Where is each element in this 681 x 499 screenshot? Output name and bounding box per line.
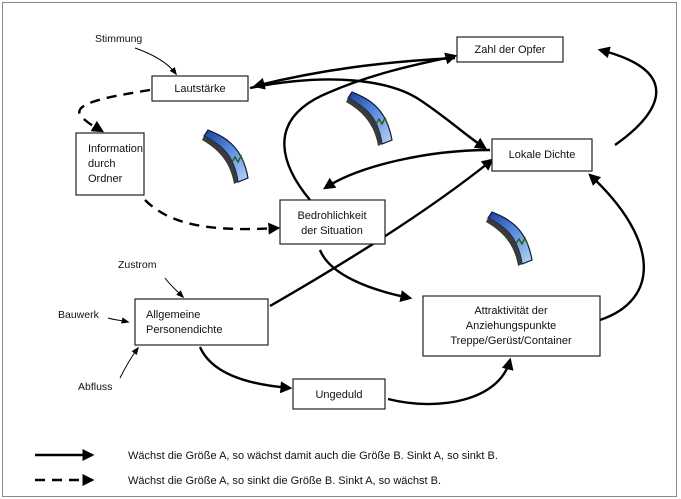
arrow-lautstaerke-to-dichte [249,78,488,150]
svg-text:Allgemeine: Allgemeine [146,309,200,321]
svg-text:Zahl der Opfer: Zahl der Opfer [475,44,546,56]
arrow-personendichte-to-dichte [269,158,494,308]
svg-text:Lokale Dichte: Lokale Dichte [509,149,576,161]
svg-text:Treppe/Gerüst/Container: Treppe/Gerüst/Container [450,335,572,347]
arrow-attraktivitaet-to-dichte [588,173,645,322]
svg-text:der Situation: der Situation [301,225,363,237]
svg-text:durch: durch [88,158,116,170]
arrow-ungeduld-to-attraktivitaet [387,357,514,406]
node-lokale-dichte: Lokale Dichte [491,138,593,172]
wave-icon [485,211,533,267]
node-bedrohlichkeit: Bedrohlichkeit der Situation [279,199,386,245]
wave-icon [345,91,393,147]
svg-text:Information: Information [88,143,143,155]
label-zustrom: Zustrom [118,259,157,271]
arrow-opfer-to-lautstaerke [252,56,456,90]
svg-text:Anziehungspunkte: Anziehungspunkte [466,320,557,332]
arrow-bedrohlichkeit-to-attraktivitaet [318,249,413,302]
arrow-dichte-to-opfer [597,46,658,146]
node-information: Information durch Ordner [75,132,145,196]
svg-text:Bedrohlichkeit: Bedrohlichkeit [297,210,366,222]
arrow-lautstaerke-to-information [78,88,151,133]
arrow-stimmung [134,47,177,76]
svg-text:Lautstärke: Lautstärke [174,83,225,95]
node-attraktivitaet: Attraktivität der Anziehungspunkte Trepp… [422,295,601,357]
wave-icon [201,129,249,185]
label-bauwerk: Bauwerk [58,309,100,321]
legend: Wächst die Größe A, so wächst damit auch… [35,449,498,487]
label-stimmung: Stimmung [95,33,142,45]
arrow-information-to-bedrohlichkeit [144,199,281,235]
svg-text:Attraktivität der: Attraktivität der [474,305,548,317]
arrow-bedrohlichkeit-to-opfer [283,52,458,201]
legend-dashed-text: Wächst die Größe A, so sinkt die Größe B… [128,475,441,487]
arrow-bauwerk [107,317,130,324]
node-personendichte: Allgemeine Personendichte [134,298,269,346]
node-ungeduld: Ungeduld [292,378,386,410]
svg-text:Personendichte: Personendichte [146,324,222,336]
svg-text:Ordner: Ordner [88,173,123,185]
legend-solid-text: Wächst die Größe A, so wächst damit auch… [128,450,498,462]
arrow-personendichte-to-ungeduld [198,346,293,394]
arrow-abfluss [119,346,139,379]
arrow-zustrom [164,277,185,299]
node-lautstaerke: Lautstärke [151,75,249,102]
label-abfluss: Abfluss [78,381,112,393]
arrow-dichte-to-bedrohlichkeit [322,148,491,190]
node-zahl-der-opfer: Zahl der Opfer [456,36,564,63]
svg-text:Ungeduld: Ungeduld [315,389,362,401]
